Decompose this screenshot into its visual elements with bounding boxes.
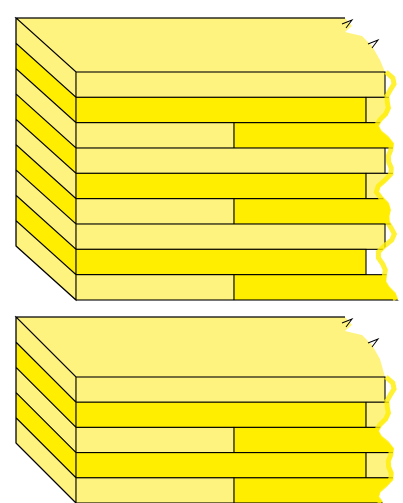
front-layer [76,224,385,249]
front-layer [76,72,385,97]
front-layer-left [76,199,234,224]
front-layer-right [234,199,403,224]
front-layer [76,402,366,427]
front-layer-left [76,427,234,452]
front-layer [76,453,366,478]
top-block [16,18,403,302]
front-layer-left [76,123,234,148]
front-layer [76,249,366,274]
bottom-block [16,317,403,503]
top-plane [16,18,385,72]
front-layer [76,148,385,173]
front-layer-left [76,478,234,503]
top-plane [16,317,385,377]
front-layer-left [76,275,234,300]
front-layer [76,173,366,198]
front-layer [76,97,366,122]
front-layer [76,377,385,402]
front-layer-right [234,275,403,300]
